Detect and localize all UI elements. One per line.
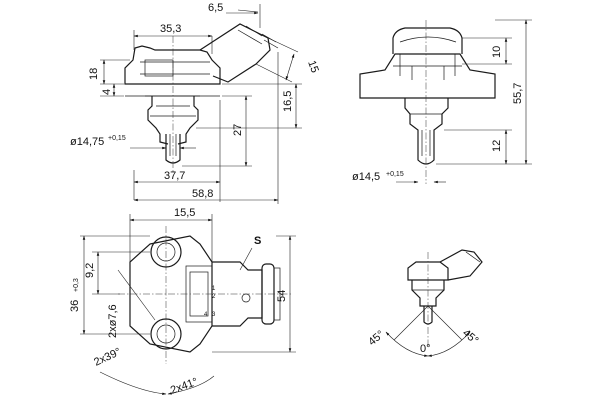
tol-dia-14-75: +0,15	[108, 135, 126, 142]
front-view-dimensions: 10 55,7 12 ø14,5 +0,15	[352, 19, 532, 184]
angle-45-left: 45°	[366, 328, 386, 348]
pin-4-label: 4	[204, 312, 208, 318]
dim-16-5: 16,5	[282, 91, 294, 112]
pin-2-label: 2	[212, 294, 216, 300]
mounting-angle-view: 45° 0° 45°	[366, 249, 483, 357]
dim-15-5: 15,5	[174, 207, 195, 219]
top-view: 1 2 3 4 S	[118, 226, 292, 364]
dim-37-7: 37,7	[164, 170, 185, 182]
dim-2x41-deg: 2x41°	[169, 376, 200, 397]
dim-10: 10	[491, 46, 503, 58]
dim-18: 18	[88, 68, 100, 80]
dim-54: 54	[276, 290, 288, 302]
front-view	[359, 20, 496, 184]
dim-12: 12	[491, 140, 503, 152]
dim-36: 36	[69, 300, 81, 312]
pin-1-label: 1	[212, 286, 216, 292]
tol-dia-14-5: +0,15	[386, 171, 404, 178]
side-view-dimensions: 35,3 6,5 15 18 4 16,5 27 ø14,75 +0,15 37…	[70, 2, 321, 204]
dim-2x-dia-7-6: 2xø7,6	[107, 304, 119, 338]
dim-35-3: 35,3	[160, 23, 181, 35]
tol-36: +0,3	[73, 278, 80, 292]
dim-2x39-deg: 2x39°	[92, 346, 123, 369]
side-view	[124, 23, 279, 172]
dim-4: 4	[101, 89, 113, 95]
dim-15: 15	[305, 59, 320, 75]
pin-3-label: 3	[212, 312, 216, 318]
dim-58-8: 58,8	[192, 188, 213, 200]
dim-9-2: 9,2	[84, 263, 96, 278]
dim-55-7: 55,7	[512, 83, 524, 104]
dim-27: 27	[232, 124, 244, 136]
angle-45-right: 45°	[460, 327, 480, 347]
dim-6-5: 6,5	[208, 2, 223, 14]
dim-dia-14-5: ø14,5	[352, 171, 380, 183]
dim-dia-14-75: ø14,75	[70, 136, 104, 148]
s-label: S	[254, 235, 261, 247]
angle-0: 0°	[420, 343, 431, 355]
